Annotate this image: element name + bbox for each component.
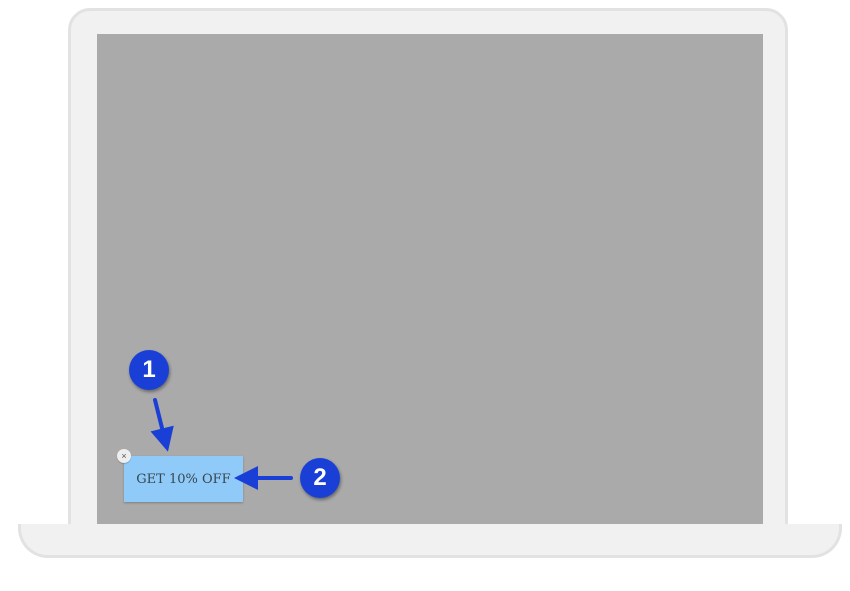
annotation-badge-1: 1 (129, 350, 169, 390)
arrow-1 (150, 398, 174, 452)
get-discount-button[interactable]: GET 10% OFF (124, 456, 243, 502)
discount-label: GET 10% OFF (136, 471, 231, 487)
laptop-screen (97, 34, 763, 528)
close-icon[interactable]: × (117, 449, 131, 463)
annotation-badge-2: 2 (300, 458, 340, 498)
